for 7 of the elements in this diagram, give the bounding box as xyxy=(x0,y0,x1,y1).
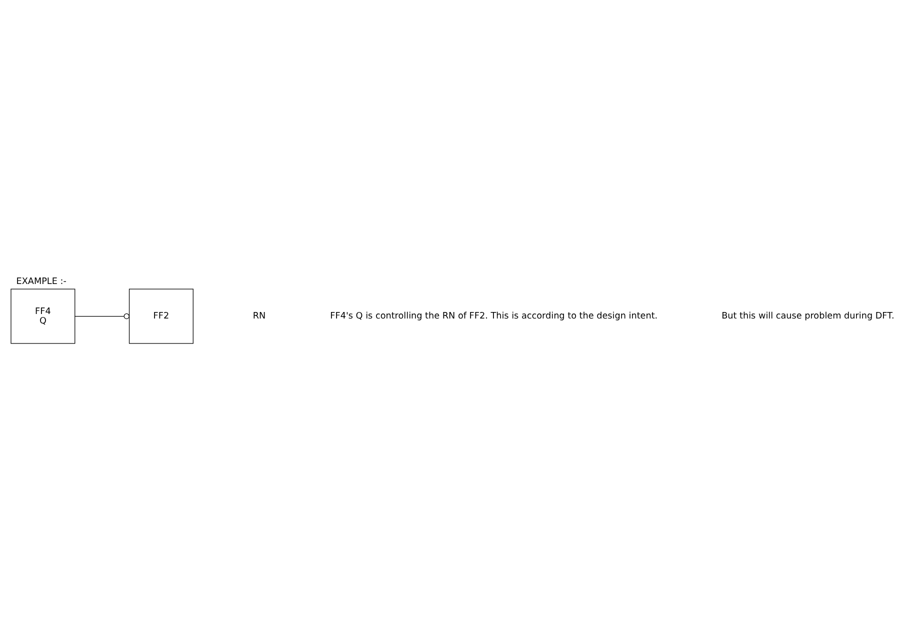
label: RN xyxy=(252,312,266,322)
diagram-title: EXAMPLE :- xyxy=(16,277,66,288)
label: FF4's Q is controlling the RN of FF2. This is according to the design intent. xyxy=(330,312,658,322)
node-box: FF4 Q xyxy=(10,288,76,344)
connector xyxy=(74,313,130,320)
node-box: FF2 xyxy=(128,288,194,344)
label: But this will cause problem during DFT. xyxy=(722,312,894,322)
